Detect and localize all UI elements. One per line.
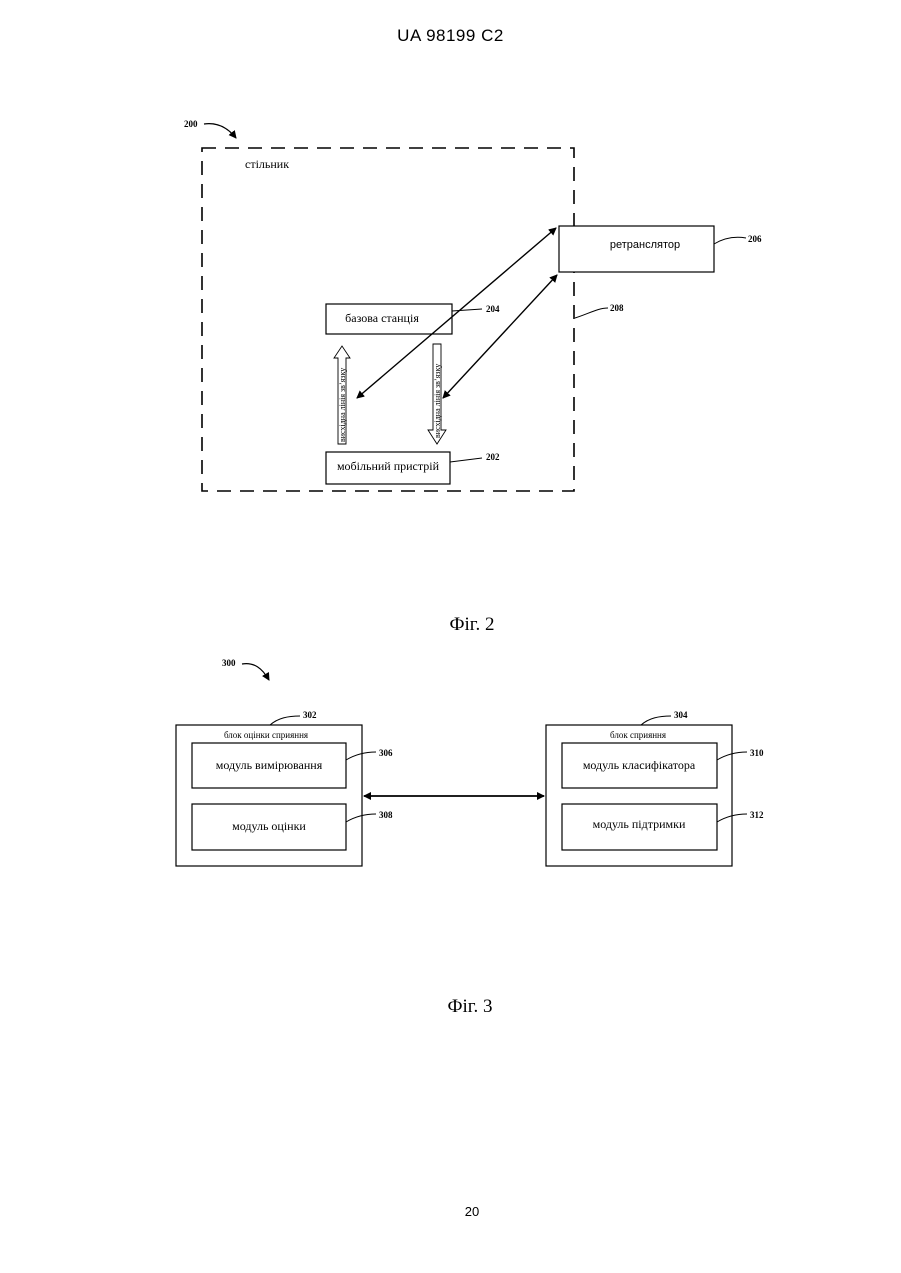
ref-308-leader [346, 814, 376, 822]
estimation-module-label: модуль оцінки [232, 819, 306, 833]
ref-208-leader [575, 308, 608, 318]
ref-label-312: 312 [750, 810, 764, 820]
ref-204-leader [452, 309, 482, 311]
assistance-block-title: блок сприяння [610, 730, 666, 740]
ref-label-208: 208 [610, 303, 624, 313]
page-number: 20 [0, 1204, 901, 1219]
ref-200-arrow [204, 124, 236, 138]
ref-label-304: 304 [674, 710, 688, 720]
ref-label-202: 202 [486, 452, 500, 462]
classifier-module-label: модуль класифікатора [583, 758, 696, 772]
ref-label-204: 204 [486, 304, 500, 314]
classifier-module-box [562, 743, 717, 788]
ref-label-310: 310 [750, 748, 764, 758]
uplink-label: висхідна лінія зв’язку [338, 368, 347, 442]
perception-estimation-block-title: блок оцінки сприяння [224, 730, 308, 740]
mobile-device-label: мобільний пристрій [337, 459, 440, 473]
figure-2-diagram: 200 стільник ретранслятор 206 208 базова… [0, 0, 901, 650]
ref-206-leader [714, 237, 746, 244]
ref-label-308: 308 [379, 810, 393, 820]
assistance-block [546, 725, 732, 866]
repeater-label: ретранслятор [610, 239, 680, 251]
ref-label-300: 300 [222, 658, 236, 668]
ref-302-leader [270, 716, 300, 725]
ref-312-leader [717, 814, 747, 822]
perception-estimation-block [176, 725, 362, 866]
cell-label: стільник [245, 157, 289, 171]
ref-306-leader [346, 752, 376, 760]
downlink-label: висхідна лінія зв’язку [433, 364, 442, 438]
ref-304-leader [641, 716, 671, 725]
measurement-module-box [192, 743, 346, 788]
ref-202-leader [450, 458, 482, 462]
support-module-label: модуль підтримки [593, 817, 686, 831]
ref-label-206: 206 [748, 234, 762, 244]
ref-label-200: 200 [184, 119, 198, 129]
ref-label-306: 306 [379, 748, 393, 758]
figure-3-caption: Фіг. 3 [448, 996, 493, 1017]
support-module-box [562, 804, 717, 850]
repeater-link-lower [443, 275, 557, 398]
figure-2-caption: Фіг. 2 [450, 614, 495, 635]
estimation-module-box [192, 804, 346, 850]
ref-300-arrow [242, 664, 269, 680]
measurement-module-label: модуль вимірювання [216, 758, 323, 772]
base-station-label: базова станція [345, 311, 419, 325]
ref-310-leader [717, 752, 747, 760]
ref-label-302: 302 [303, 710, 317, 720]
